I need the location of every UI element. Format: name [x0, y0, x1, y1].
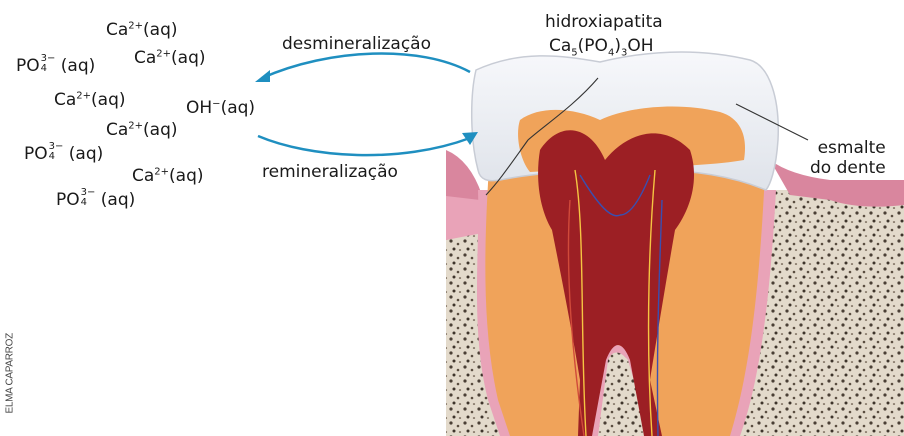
enamel-label: esmalte do dente: [810, 138, 886, 178]
calcium-ion: Ca2+(aq): [106, 120, 178, 140]
hydroxyapatite-formula: Ca5(PO4)3OH: [549, 36, 654, 58]
calcium-ion: Ca2+(aq): [132, 166, 204, 186]
demineralization-arrow: [255, 53, 470, 82]
hydroxide-ion: OH−(aq): [186, 98, 255, 118]
demineralization-label: desmineralização: [282, 34, 431, 54]
remineralization-arrow: [258, 132, 478, 155]
illustrator-credit: ELMA CAPARROZ: [5, 334, 16, 414]
hydroxyapatite-label: hidroxiapatita: [545, 12, 663, 32]
enamel-label-line1: esmalte: [810, 138, 886, 158]
calcium-ion: Ca2+(aq): [54, 90, 126, 110]
calcium-ion: Ca2+(aq): [106, 20, 178, 40]
remineralization-label: remineralização: [262, 162, 398, 182]
calcium-ion: Ca2+(aq): [134, 48, 206, 68]
enamel-label-line2: do dente: [810, 158, 886, 178]
